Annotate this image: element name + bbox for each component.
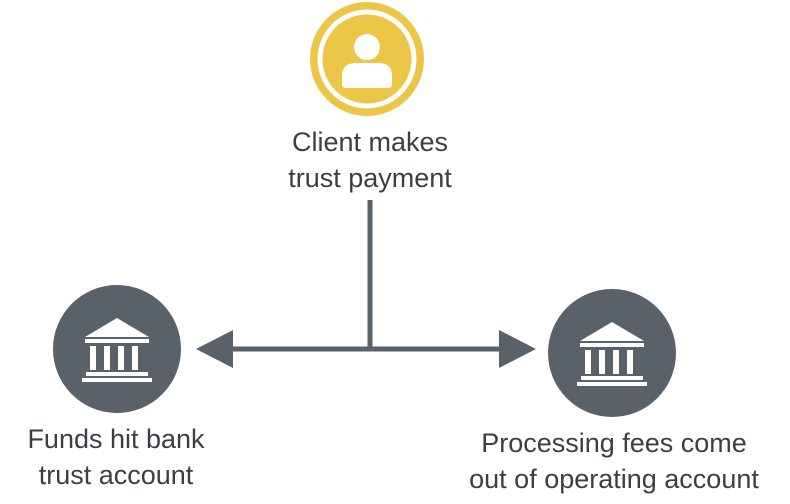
operating-account-node xyxy=(548,289,676,417)
arrow-right-head xyxy=(499,330,536,368)
bank-icon xyxy=(577,322,647,386)
client-node-ring xyxy=(317,9,417,109)
bank-trust-label: Funds hit bank trust account xyxy=(0,421,232,493)
bank-trust-label-line-1: Funds hit bank xyxy=(27,424,205,454)
operating-account-node-circle xyxy=(548,289,676,417)
processing-fees-label-line-1: Processing fees come xyxy=(481,428,747,458)
processing-fees-label-line-2: out of operating account xyxy=(469,464,759,494)
client-node xyxy=(310,2,424,116)
person-icon xyxy=(342,34,392,88)
bank-trust-node-circle xyxy=(53,285,181,413)
connector xyxy=(228,200,504,352)
client-label-line-1: Client makes xyxy=(291,127,449,157)
client-label-line-2: trust payment xyxy=(288,163,452,193)
bank-trust-label-line-2: trust account xyxy=(38,460,194,490)
bank-trust-node xyxy=(53,285,181,413)
processing-fees-label: Processing fees come out of operating ac… xyxy=(438,425,790,497)
arrow-left-head xyxy=(196,330,233,368)
bank-icon xyxy=(82,318,152,382)
client-label: Client makes trust payment xyxy=(245,124,495,196)
